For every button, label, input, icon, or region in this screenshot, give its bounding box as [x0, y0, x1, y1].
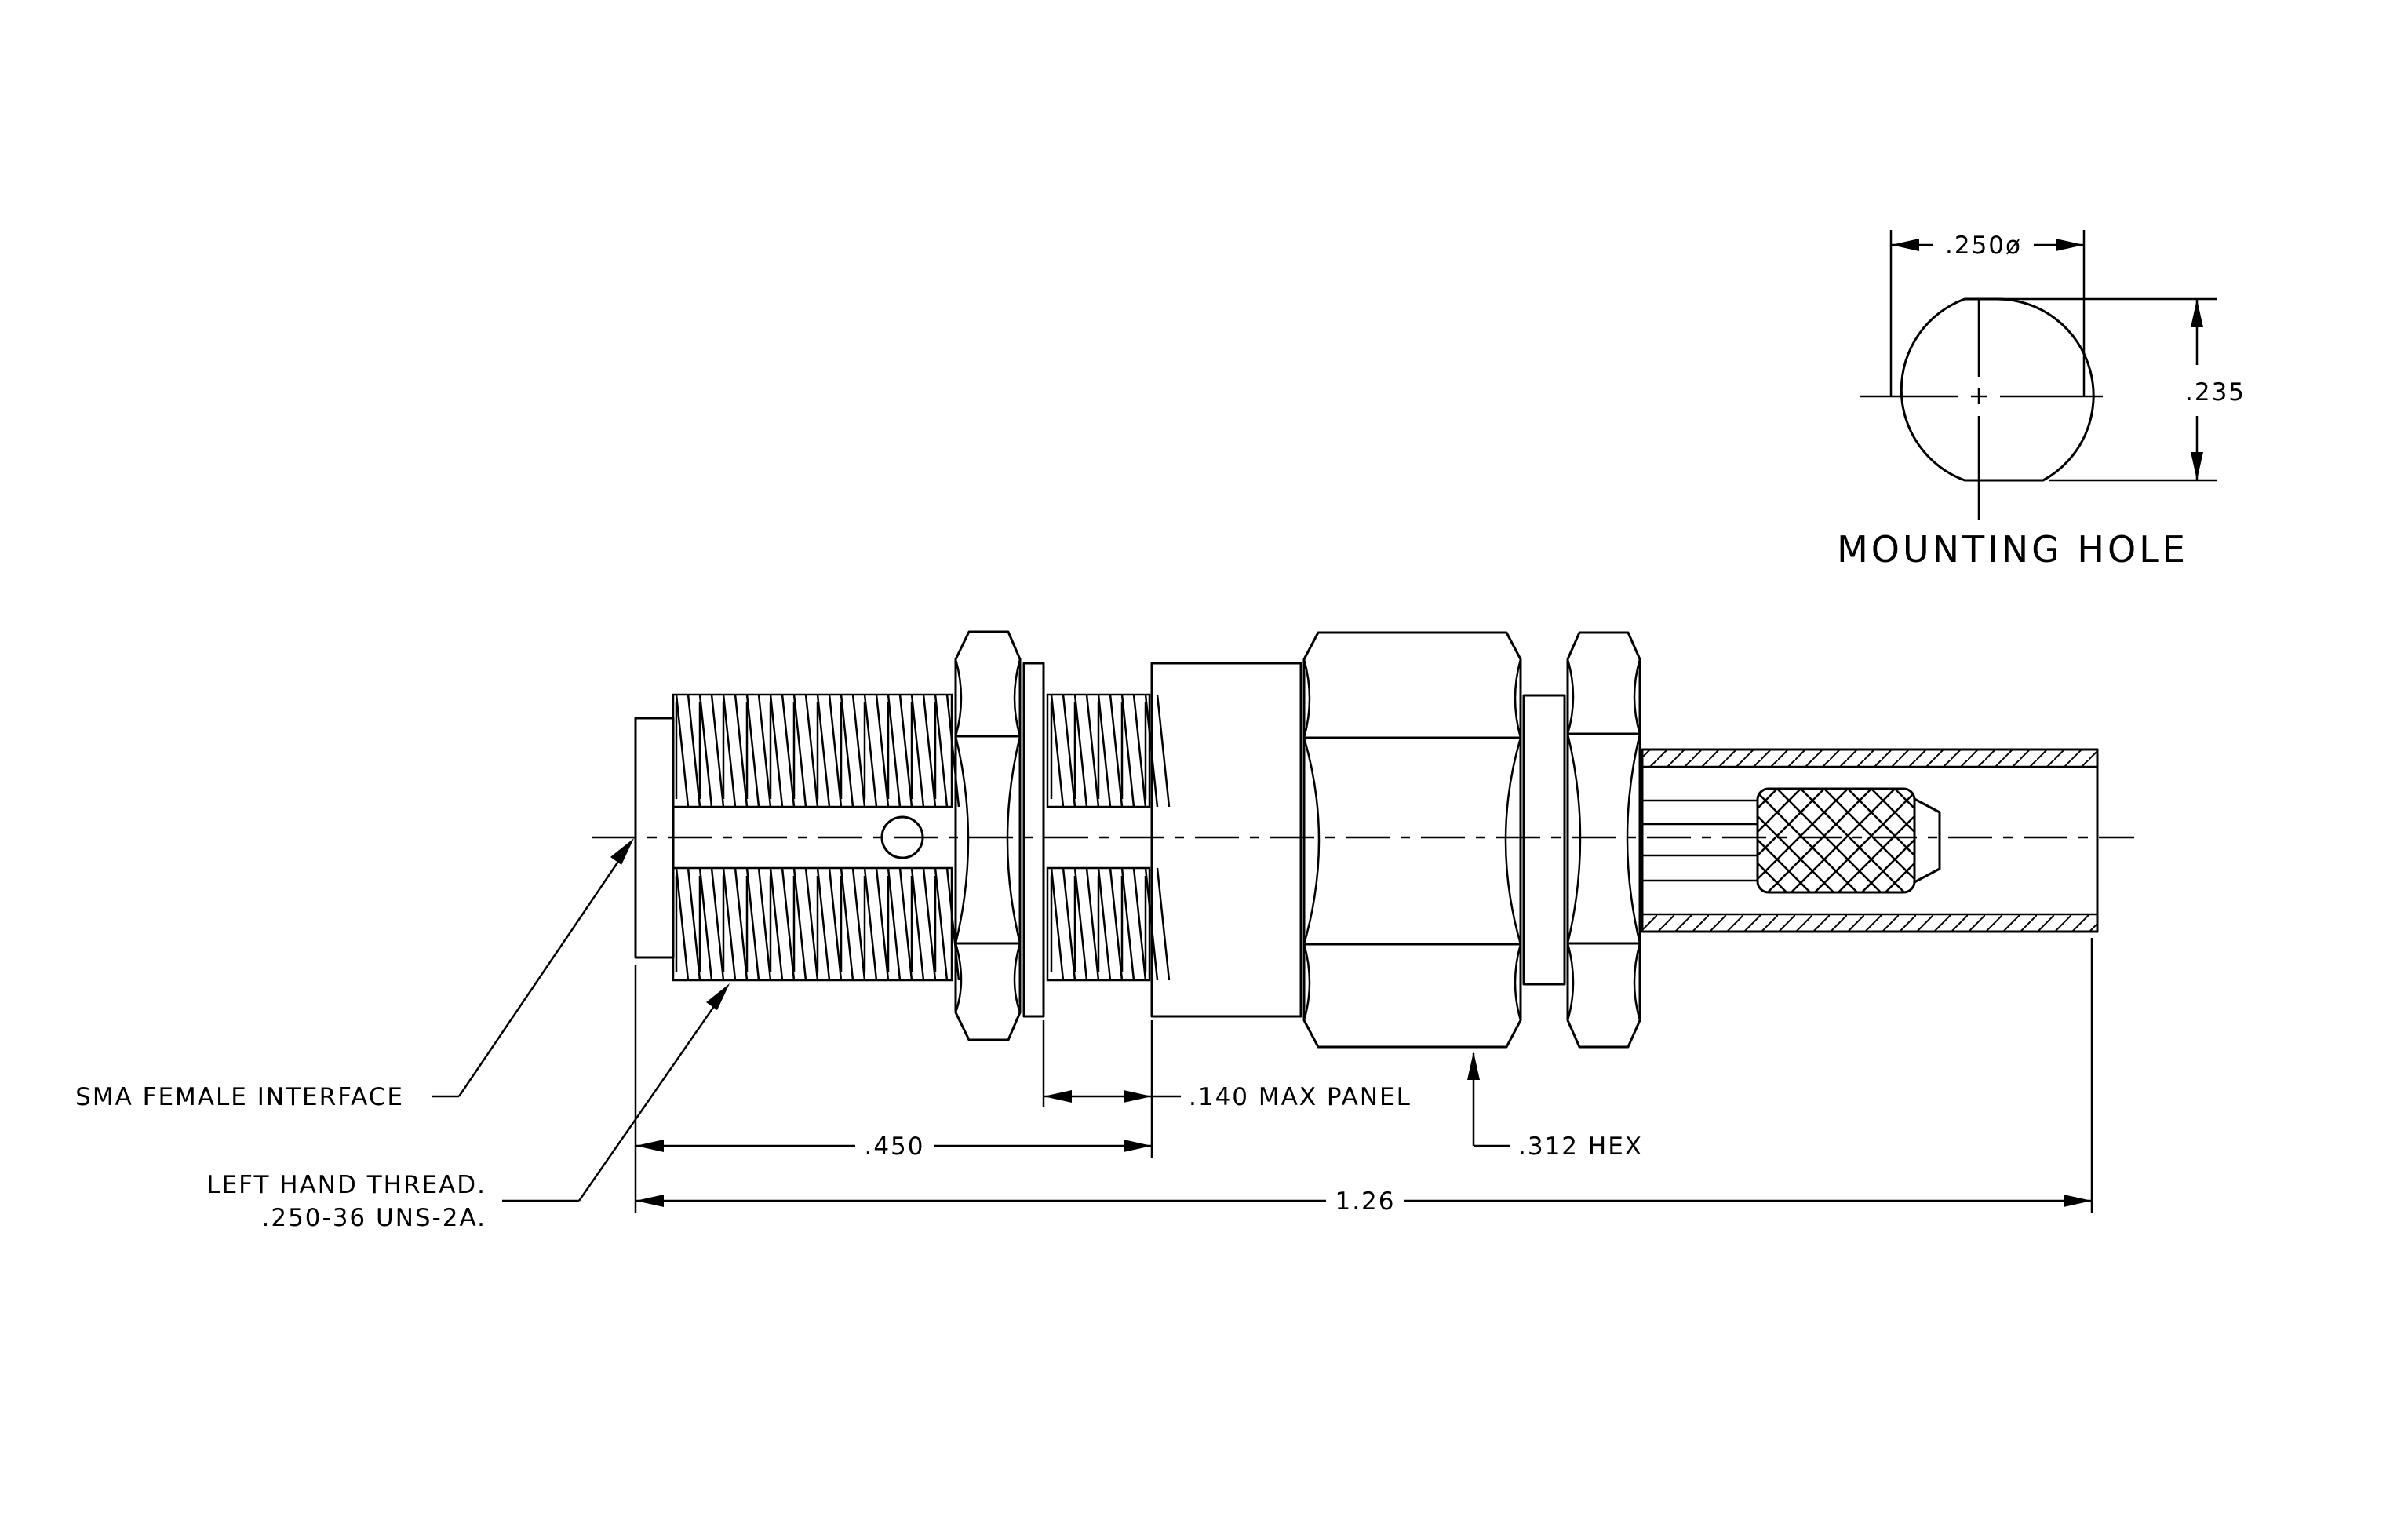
knurled-ferrule: [1756, 787, 1916, 894]
thread-crest: [1073, 867, 1100, 981]
thread-label-line1: LEFT HAND THREAD.: [206, 1171, 486, 1199]
thread-crest: [863, 867, 890, 981]
interface-label: SMA FEMALE INTERFACE: [75, 1083, 404, 1111]
mounting-hole-outline: [1900, 297, 2095, 482]
thread-crest: [722, 694, 749, 808]
hole-flat-label: .235: [2185, 378, 2246, 407]
thread-crest: [792, 694, 819, 808]
thread-crest: [1120, 694, 1147, 808]
dimensions: .140 MAX PANEL .450 1.26 .312 HEX SMA FE…: [75, 838, 2093, 1232]
main-hex: [1302, 631, 1522, 1049]
front-hex-nut: [954, 630, 1022, 1041]
thread-crest: [745, 694, 772, 808]
thread-crest: [840, 867, 866, 981]
thread-crest: [722, 867, 749, 981]
thread-crest: [910, 867, 937, 981]
thread-crest: [1097, 867, 1124, 981]
thread-crest: [1073, 694, 1100, 808]
thread-crest: [698, 694, 725, 808]
thread-crest: [675, 694, 701, 808]
hole-diameter-label: .250ø: [1945, 232, 2022, 260]
thread-crest: [816, 867, 843, 981]
front-thread: [672, 693, 960, 982]
thread-crest: [863, 694, 890, 808]
length-126-label: 1.26: [1335, 1187, 1395, 1216]
thread-crest: [816, 694, 843, 808]
mounting-hole-title: MOUNTING HOLE: [1837, 528, 2188, 571]
mounting-hole-detail: .250ø .235 MOUNTING HOLE: [1837, 230, 2246, 571]
thread-crest: [1050, 694, 1076, 808]
panel-label: .140 MAX PANEL: [1189, 1083, 1412, 1111]
rear-sleeve: [1641, 748, 2099, 933]
thread-crest: [887, 867, 913, 981]
thread-crest: [675, 867, 701, 981]
length-450-label: .450: [864, 1133, 924, 1161]
thread-crest: [745, 867, 772, 981]
thread-crest: [840, 694, 866, 808]
thread-crest: [698, 867, 725, 981]
thread-crest: [1120, 867, 1147, 981]
thread-crest: [769, 867, 796, 981]
hex-label: .312 HEX: [1518, 1133, 1643, 1161]
connector-body: [592, 630, 2134, 1049]
body-neck: [1522, 694, 1566, 986]
rear-hex-nut: [1566, 631, 1641, 1049]
body-flange: [1150, 662, 1302, 1018]
thread-crest: [887, 694, 913, 808]
lock-washer: [1022, 662, 1045, 1018]
thread-crest: [1097, 694, 1124, 808]
thread-crest: [1050, 867, 1076, 981]
thread-crest: [769, 694, 796, 808]
thread-crest: [910, 694, 937, 808]
thread-label-line2: .250-36 UNS-2A.: [262, 1204, 487, 1232]
thread-crest: [792, 867, 819, 981]
